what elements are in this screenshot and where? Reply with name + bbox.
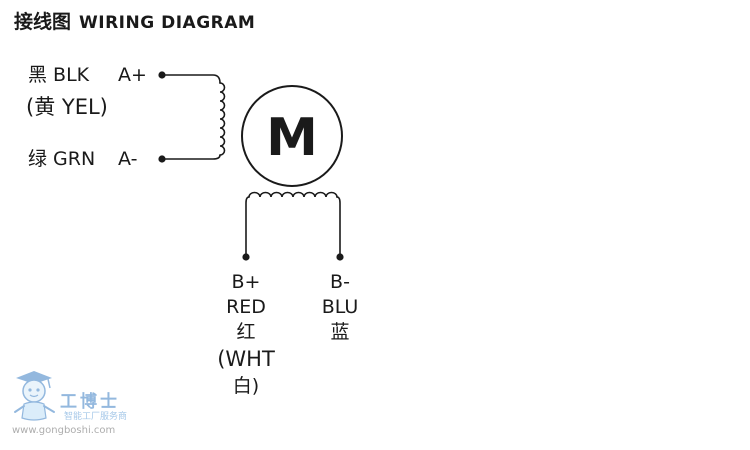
coil-b-left-alt-label-cn: 白): [232, 375, 260, 397]
mascot-icon: [14, 371, 55, 421]
coil-a-top-wire: [161, 74, 221, 84]
watermark-brand: 工博士: [60, 392, 120, 412]
terminal-dot-b-minus: [336, 253, 344, 261]
coil-a-bottom-terminal: A-: [118, 148, 138, 170]
coil-b-left-color-label: RED: [226, 296, 266, 318]
coil-b-winding: [248, 191, 338, 198]
coil-b-left-terminal: B+: [231, 271, 261, 293]
watermark-url: www.gongboshi.com: [12, 425, 116, 436]
watermark-slogan: 智能工厂服务商: [64, 412, 128, 422]
coil-a-winding: [219, 82, 226, 156]
coil-b-left-alt-label: (WHT: [217, 347, 275, 371]
diagram-title: 接线图 WIRING DIAGRAM: [14, 7, 255, 35]
motor-label: M: [266, 108, 318, 168]
coil-a-top-alt-label: (黄 YEL): [26, 95, 108, 119]
coil-a-top-color-label: 黑 BLK: [28, 64, 90, 86]
terminal-dot-a-plus: [158, 71, 166, 79]
coil-b-left-color-label-cn: 红: [236, 321, 256, 343]
motor-circle: [241, 85, 343, 187]
coil-b-right-color-label-cn: 蓝: [330, 321, 350, 343]
coil-a-top-terminal: A+: [118, 64, 147, 86]
title-chinese: 接线图: [14, 11, 72, 33]
coil-a-bottom-wire: [161, 154, 221, 160]
watermark: 工博士 智能工厂服务商 www.gongboshi.com: [10, 368, 140, 440]
coil-b-left-wire: [245, 196, 250, 258]
coil-a-bottom-color-label: 绿 GRN: [28, 148, 96, 170]
coil-b-right-terminal: B-: [330, 271, 350, 293]
coil-b-right-color-label: BLU: [321, 296, 359, 318]
terminal-dot-b-plus: [242, 253, 250, 261]
terminal-dot-a-minus: [158, 155, 166, 163]
title-english: WIRING DIAGRAM: [79, 13, 256, 33]
coil-b-right-wire: [336, 196, 341, 258]
